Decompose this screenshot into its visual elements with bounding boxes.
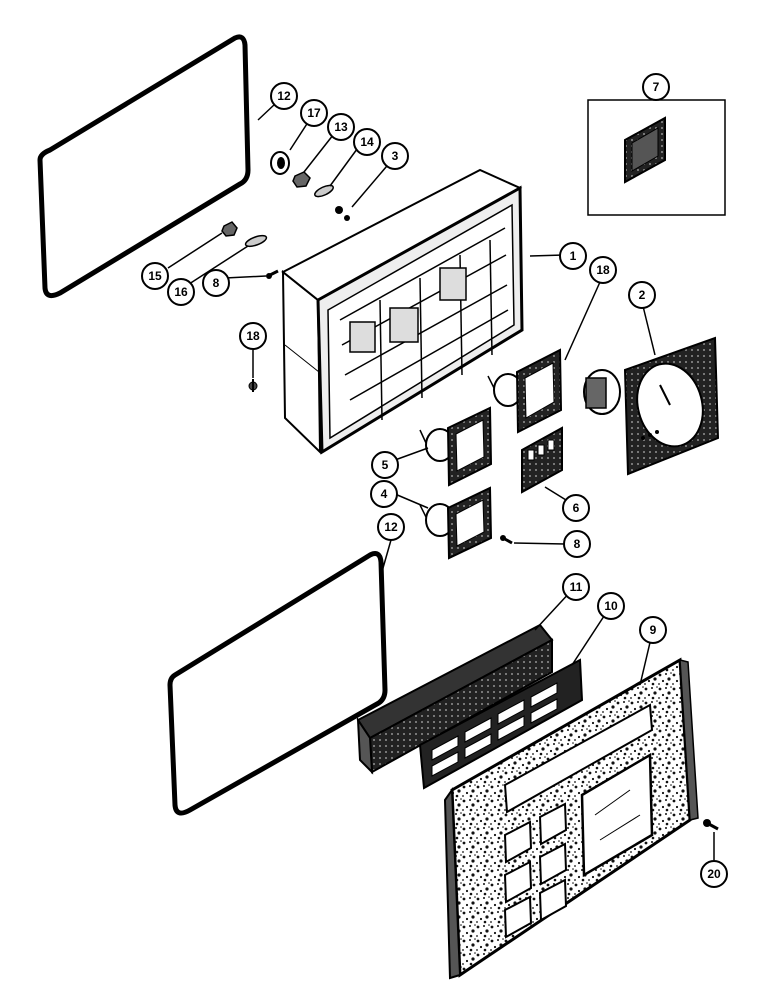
svg-text:2: 2 <box>639 288 646 302</box>
grille <box>356 623 554 775</box>
callout-20: 20 <box>700 860 728 888</box>
svg-text:18: 18 <box>596 263 610 277</box>
callout-11: 11 <box>562 573 590 601</box>
callout-4: 4 <box>370 480 398 508</box>
svg-text:18: 18 <box>246 329 260 343</box>
svg-text:4: 4 <box>381 487 388 501</box>
callout-3: 3 <box>381 142 409 170</box>
svg-text:5: 5 <box>382 458 389 472</box>
knob-17 <box>270 151 290 175</box>
callout-12-upper: 12 <box>270 82 298 110</box>
callout-5: 5 <box>371 451 399 479</box>
callout-16: 16 <box>167 278 195 306</box>
callout-17: 17 <box>300 99 328 127</box>
screw-8b <box>500 535 513 545</box>
callout-2: 2 <box>628 281 656 309</box>
callout-1: 1 <box>559 242 587 270</box>
screw-8a <box>266 269 279 279</box>
callout-9: 9 <box>639 616 667 644</box>
bezel <box>443 657 699 980</box>
svg-text:8: 8 <box>574 537 581 551</box>
nut-15 <box>221 221 238 237</box>
svg-text:8: 8 <box>213 276 220 290</box>
nut-13 <box>292 171 311 188</box>
screw-3 <box>335 206 350 221</box>
washer-16 <box>244 234 268 248</box>
svg-text:7: 7 <box>653 80 660 94</box>
callout-14: 14 <box>353 128 381 156</box>
callout-15: 15 <box>141 262 169 290</box>
svg-text:11: 11 <box>570 580 583 594</box>
gasket-upper <box>37 34 251 299</box>
gauge-4 <box>419 486 493 560</box>
svg-text:10: 10 <box>604 599 618 613</box>
gauge-large <box>583 336 720 476</box>
callout-10: 10 <box>597 592 625 620</box>
svg-text:9: 9 <box>650 623 657 637</box>
housing <box>281 168 524 455</box>
detail-inset <box>587 99 726 216</box>
callout-8b: 8 <box>563 530 591 558</box>
callout-18-gauge: 18 <box>589 256 617 284</box>
callout-13: 13 <box>327 113 355 141</box>
callout-18-left: 18 <box>239 322 267 350</box>
callout-12-lower: 12 <box>377 513 405 541</box>
gauge-5 <box>419 406 493 487</box>
svg-text:1: 1 <box>570 249 577 263</box>
svg-text:20: 20 <box>707 867 721 881</box>
callout-8a: 8 <box>202 269 230 297</box>
svg-text:12: 12 <box>384 520 398 534</box>
screw-18 <box>248 379 258 392</box>
svg-text:6: 6 <box>573 501 580 515</box>
svg-text:16: 16 <box>174 285 188 299</box>
svg-text:14: 14 <box>360 135 374 149</box>
gasket-lower <box>167 551 388 816</box>
gauge-18 <box>487 348 563 434</box>
svg-text:12: 12 <box>277 89 291 103</box>
indicator-block <box>521 426 563 494</box>
washer-14 <box>314 184 334 198</box>
screw-20 <box>703 819 719 831</box>
svg-text:15: 15 <box>148 269 162 283</box>
callout-7: 7 <box>642 73 670 101</box>
svg-text:17: 17 <box>307 106 321 120</box>
svg-text:3: 3 <box>392 149 399 163</box>
svg-text:13: 13 <box>334 120 348 134</box>
callout-6: 6 <box>562 494 590 522</box>
lens-frame <box>418 658 584 790</box>
